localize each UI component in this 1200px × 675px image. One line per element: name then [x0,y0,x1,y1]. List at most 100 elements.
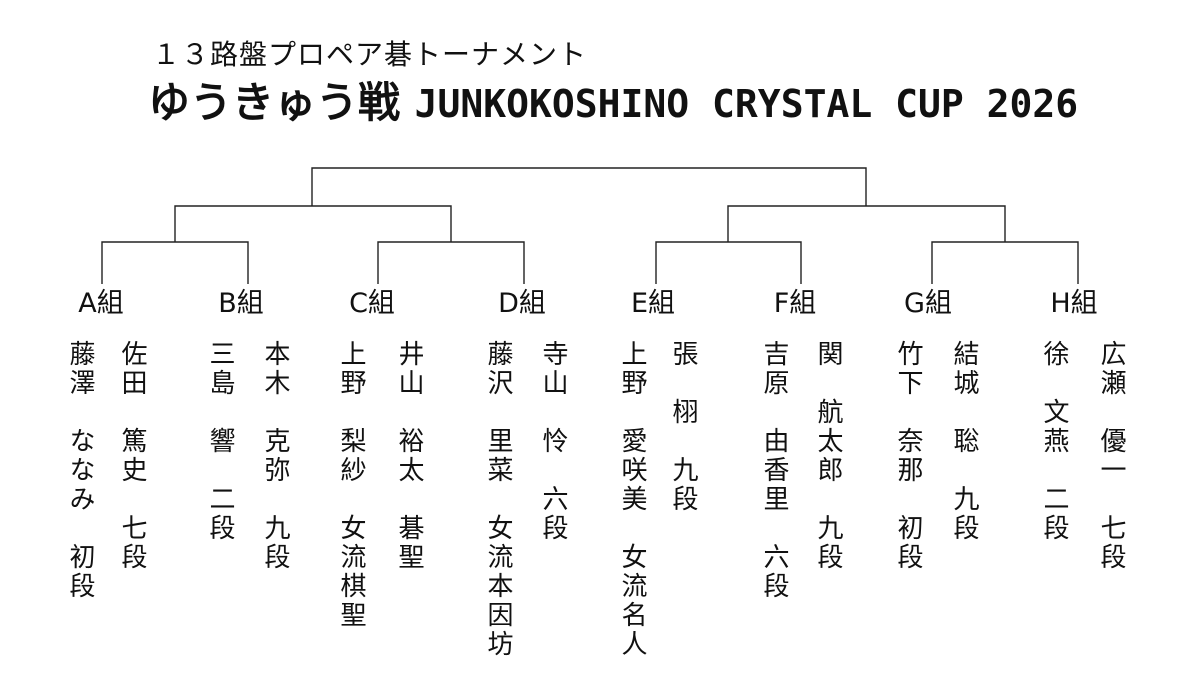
player-gap [1096,485,1126,514]
group-label-a: A組 [78,288,124,319]
player-given-name: 奈那 [893,427,923,485]
bracket-final-connector [311,167,867,206]
bracket-quarterfinal-gh [931,241,1079,284]
player-gap [538,456,568,485]
player-gap [260,485,290,514]
player-rank: 九段 [668,456,698,514]
group-label-f: F組 [773,288,817,319]
player-gap [617,514,647,543]
player-rank: 初段 [893,514,923,572]
tournament-subtitle: １３路盤プロペア碁トーナメント [152,38,588,71]
player-gap [483,485,513,514]
player-gap [205,456,235,485]
player-e-left: 上野 愛咲美 女流名人 [612,340,652,670]
player-gap [1039,369,1069,398]
player-a-left: 藤澤 ななみ 初段 [60,340,100,670]
player-gap [65,398,95,427]
bracket-quarterfinal-ab [101,241,249,284]
player-gap [483,398,513,427]
tournament-title: ゆうきゅう戦 JUNKOKOSHINO CRYSTAL CUP 2026 [148,78,1078,129]
group-label-b: B組 [218,288,264,319]
player-d-left: 藤沢 里菜 女流本因坊 [478,340,518,670]
player-b-left: 三島 響 二段 [200,340,240,670]
player-surname: 藤澤 [65,340,95,398]
player-gap [205,398,235,427]
player-rank: 初段 [65,543,95,601]
player-gap [949,456,979,485]
player-given-name: 愛咲美 [617,427,647,514]
player-rank: 女流名人 [617,543,647,659]
player-c-right: 井山 裕太 碁聖 [389,340,429,670]
player-surname: 竹下 [893,340,923,398]
player-given-name: 栩 [668,398,698,427]
player-surname: 徐 [1039,340,1069,369]
player-d-right: 寺山 怜 六段 [533,340,573,670]
player-given-name: 克弥 [260,427,290,485]
player-e-right: 張 栩 九段 [663,340,703,670]
player-gap [617,398,647,427]
player-b-right: 本木 克弥 九段 [255,340,295,670]
player-given-name: 裕太 [394,427,424,485]
player-gap [65,514,95,543]
bracket-semifinal-right [727,205,1006,242]
player-gap [893,485,923,514]
group-label-e: E組 [630,288,676,319]
player-rank: 女流本因坊 [483,514,513,659]
player-given-name: 梨紗 [336,427,366,485]
title-japanese: ゆうきゅう戦 [148,78,401,127]
player-c-left: 上野 梨紗 女流棋聖 [331,340,371,670]
player-rank: 七段 [117,514,147,572]
group-label-c: C組 [349,288,395,319]
player-given-name: 里菜 [483,427,513,485]
player-h-right: 広瀬 優一 七段 [1091,340,1131,670]
player-gap [260,398,290,427]
player-gap [813,369,843,398]
player-gap [394,398,424,427]
player-surname: 結城 [949,340,979,398]
player-surname: 藤沢 [483,340,513,398]
player-g-right: 結城 聡 九段 [944,340,984,670]
player-surname: 佐田 [117,340,147,398]
group-label-d: D組 [498,288,546,319]
player-gap [949,398,979,427]
player-surname: 井山 [394,340,424,398]
player-given-name: ななみ [65,427,95,514]
player-given-name: 優一 [1096,427,1126,485]
player-gap [336,398,366,427]
player-rank: 九段 [949,485,979,543]
player-rank: 二段 [1039,485,1069,543]
player-surname: 上野 [336,340,366,398]
group-label-h: H組 [1050,288,1098,319]
player-given-name: 篤史 [117,427,147,485]
player-rank: 六段 [759,543,789,601]
player-gap [1096,398,1126,427]
player-gap [668,427,698,456]
title-english: JUNKOKOSHINO CRYSTAL CUP 2026 [414,82,1079,126]
player-given-name: 航太郎 [813,398,843,485]
player-surname: 寺山 [538,340,568,398]
player-gap [336,485,366,514]
bracket-quarterfinal-ef [655,241,802,284]
bracket-quarterfinal-cd [377,241,525,284]
player-surname: 張 [668,340,698,369]
player-gap [759,398,789,427]
player-given-name: 由香里 [759,427,789,514]
player-surname: 上野 [617,340,647,398]
player-gap [1039,456,1069,485]
player-given-name: 聡 [949,427,979,456]
player-gap [117,398,147,427]
player-rank: 二段 [205,485,235,543]
player-gap [668,369,698,398]
player-surname: 吉原 [759,340,789,398]
player-rank: 女流棋聖 [336,514,366,630]
player-surname: 関 [813,340,843,369]
player-h-left: 徐 文燕 二段 [1034,340,1074,670]
player-rank: 六段 [538,485,568,543]
player-given-name: 響 [205,427,235,456]
group-label-g: G組 [904,288,952,319]
player-g-left: 竹下 奈那 初段 [888,340,928,670]
player-gap [117,485,147,514]
player-gap [813,485,843,514]
player-gap [893,398,923,427]
player-rank: 碁聖 [394,514,424,572]
